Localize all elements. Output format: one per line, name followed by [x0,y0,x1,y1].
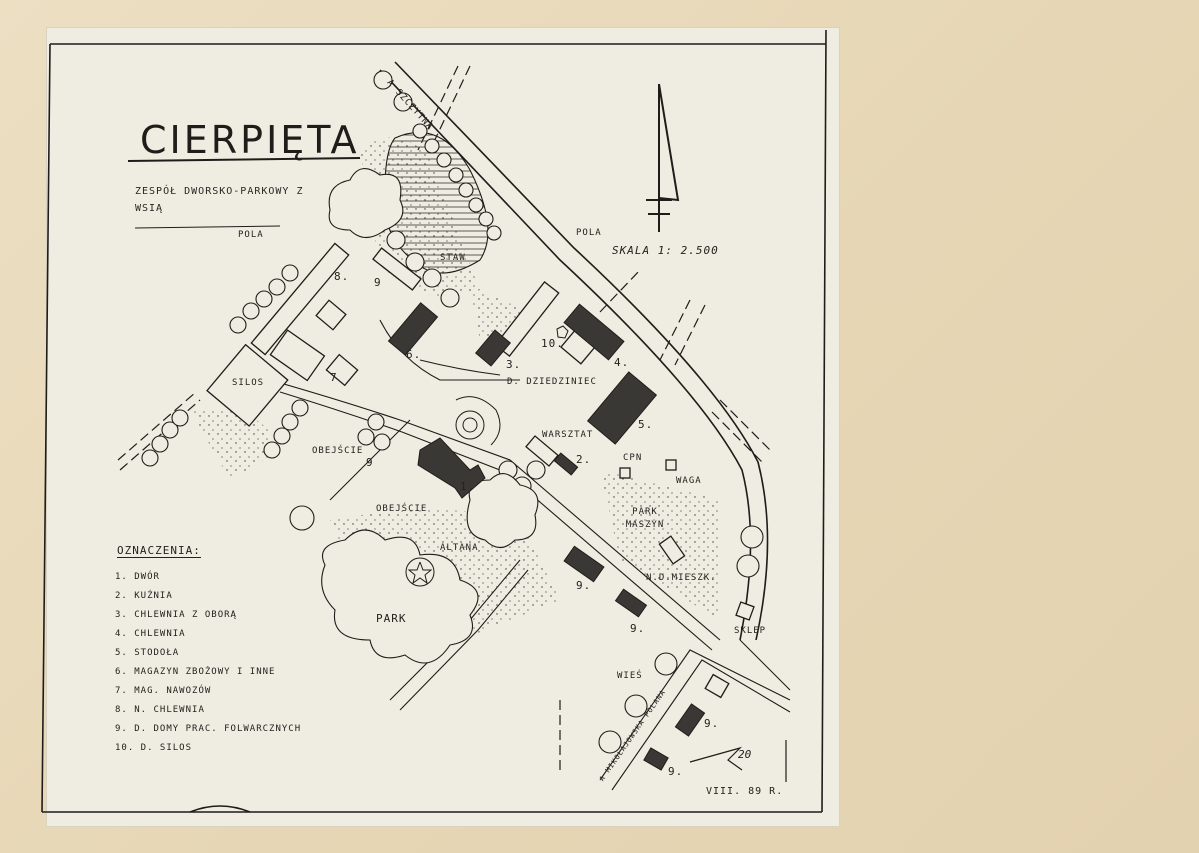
subtitle-underline [134,225,281,229]
building-number-6: 6. [406,348,422,361]
label-staw: STAW [440,253,466,263]
legend-item: 10. D. SILOS [115,743,193,753]
label-waga: WAGA [676,476,702,486]
label-warsztat: WARSZTAT [542,430,594,440]
building-number-4: 4. [614,356,630,369]
building-number-9c: 9. [576,579,592,592]
label-park: PARK [376,612,407,625]
label-nd-mieszk: N.D.MIESZK. [646,573,717,583]
map-subtitle: zespół dworsko-parkowy z wsią [135,186,304,214]
signature-number: 20 [738,748,752,761]
label-pola-right: POLA [576,228,602,238]
building-number-10: 10. [541,337,564,350]
north-arrow-icon [646,83,680,232]
legend-item: 2. KUŹNIA [115,591,173,601]
label-obejscie-2: OBEJŚCIE [376,504,428,514]
legend-item: 1. DWÓR [115,572,160,582]
legend-list: 1. DWÓR 2. KUŹNIA 3. CHLEWNIA Z OBORĄ 4.… [115,568,301,758]
legend-item: 4. CHLEWNIA [115,629,186,639]
legend-item: 5. STODOŁA [115,648,180,658]
building-number-9d: 9. [630,622,646,635]
legend-item: 7. MAG. NAWOZÓW [115,686,212,696]
label-cpn: CPN [623,453,643,463]
label-wies: WIEŚ [617,671,643,681]
date-stamp: VIII. 89 R. [706,786,784,797]
label-sklep: SKLEP [734,626,767,636]
label-altana: ALTANA [440,543,479,553]
building-number-7: 7 [330,371,338,384]
label-silos: SILOS [232,378,265,388]
silo-mark [556,325,569,339]
altana-icon [405,557,435,587]
building-number-9b: 9 [366,456,374,469]
building-number-2: 2. [576,453,592,466]
legend-item: 9. D. DOMY PRAC. FOLWARCZNYCH [115,724,302,734]
building-number-9a: 9 [374,276,382,289]
legend-item: 3. CHLEWNIA Z OBORĄ [115,610,237,620]
outline-buildings [206,242,755,699]
title-underline [127,157,361,162]
label-dziedziniec: D. DZIEDZINIEC [507,377,597,387]
side-roads [117,65,771,770]
building-number-8: 8. [334,270,350,283]
legend-item: 6. MAGAZYN ZBOŻOWY I INNE [115,667,276,677]
building-number-5: 5. [638,418,654,431]
manor-garden-symbol [455,396,501,446]
scale-label: SKALA 1: 2.500 [612,244,719,257]
legend-item: 8. N. CHLEWNIA [115,705,205,715]
label-park-maszyn: PARK MASZYN [625,507,665,530]
building-number-1: 1. [460,480,476,493]
building-number-9f: 9. [668,765,684,778]
filled-buildings [387,302,706,771]
building-number-9e: 9. [704,717,720,730]
signature-mark [689,740,787,782]
map-frame [41,29,827,813]
label-pola-left: POLA [238,230,264,240]
trees [141,70,764,754]
building-number-3: 3. [506,358,522,371]
map-title: CIERPIĘTA [140,118,360,162]
legend-title: OZNACZENIA: [117,544,201,558]
label-obejscie-1: OBEJŚCIE [312,446,364,456]
